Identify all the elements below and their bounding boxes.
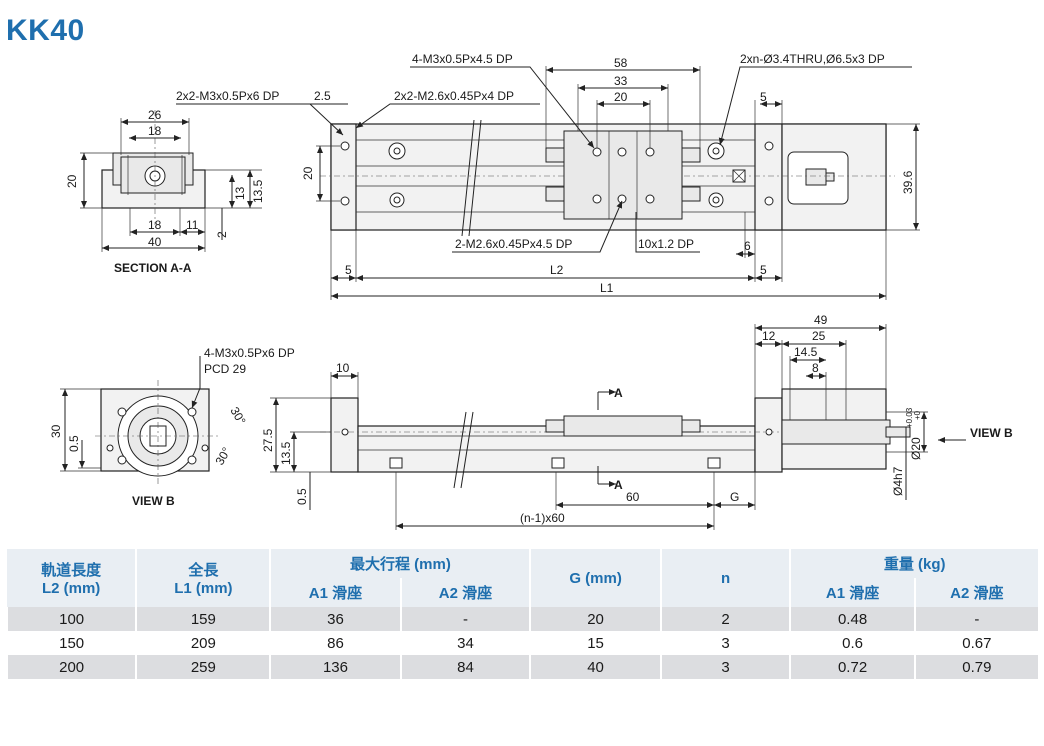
dim-58-label: 58 (614, 56, 628, 70)
a-bottom-marker: A (614, 478, 623, 492)
view-b-caption: VIEW B (132, 494, 175, 508)
m26-bottom-label: 2-M2.6x0.45Px4.5 DP (455, 237, 572, 251)
n1x60-label: (n-1)x60 (520, 511, 565, 525)
thru-hole-label: 2xn-Ø3.4THRU,Ø6.5x3 DP (740, 52, 885, 66)
dim-11-label: 11 (186, 218, 199, 232)
phi20-label: Ø20 (909, 437, 923, 460)
phi20-tol-dn: +0 (913, 410, 922, 420)
dim-6-label: 6 (744, 239, 751, 253)
view-b: 4-M3x0.5Px6 DP PCD 29 30° 30° 30 0.5 VIE… (49, 346, 295, 508)
technical-drawing: 26 18 20 13 13.5 2 18 11 40 SECTION A-A (49, 52, 1013, 530)
header-stroke-a1: A1 滑座 (269, 578, 401, 607)
side-dim-10-label: 10 (336, 361, 350, 375)
header-max-stroke: 最大行程 (mm) (269, 549, 531, 578)
dim-13-label: 13 (233, 186, 247, 200)
dim-33-label: 33 (614, 74, 628, 88)
phi20-tol-up: +0.03 (905, 407, 914, 428)
two-m3-label: 2x2-M3x0.5Px6 DP (176, 89, 279, 103)
header-weight-a2: A2 滑座 (913, 578, 1038, 607)
dim-49-label: 49 (814, 313, 828, 327)
angle-30b-label: 30° (212, 445, 233, 468)
table-row: 200 259 136 84 40 3 0.72 0.79 (5, 655, 1038, 679)
dim-26-label: 26 (148, 108, 162, 122)
dim-13-5-label: 13.5 (251, 179, 265, 203)
a-top-marker: A (614, 386, 623, 400)
dim-20-side-label: 20 (301, 166, 315, 180)
dim-8-label: 8 (812, 361, 819, 375)
view-b-arrow-label: VIEW B (970, 426, 1013, 440)
dim-18-top-label: 18 (148, 124, 162, 138)
four-m3-label: 4-M3x0.5Px4.5 DP (412, 52, 513, 66)
table-row: 150 209 86 34 15 3 0.6 0.67 (5, 631, 1038, 655)
page-title: KK40 (6, 14, 85, 47)
phi4-label: Ø4h7 (891, 466, 905, 496)
side-dim-13-5-label: 13.5 (279, 441, 293, 465)
side-dim-60-label: 60 (626, 490, 640, 504)
break-line-left (461, 119, 475, 237)
dim-5-top-label: 5 (760, 90, 767, 104)
two-m26-label: 2x2-M2.6x0.45Px4 DP (394, 89, 514, 103)
view-b-m3-label: 4-M3x0.5Px6 DP (204, 346, 295, 360)
dim-5-right-label: 5 (760, 263, 767, 277)
header-total-length: 全長 L1 (mm) (135, 549, 271, 607)
dim-5-left-label: 5 (345, 263, 352, 277)
dim-30-label: 30 (49, 424, 63, 438)
dim-25-label: 25 (812, 329, 826, 343)
header-weight-a1: A1 滑座 (789, 578, 915, 607)
angle-30a-label: 30° (227, 405, 248, 428)
section-caption: SECTION A-A (114, 261, 192, 275)
side-dim-0-5-label: 0.5 (295, 488, 309, 505)
dim-20-label: 20 (65, 174, 79, 188)
carriage-holes (592, 147, 655, 204)
dim-27-5-label: 27.5 (261, 428, 275, 452)
dim-12-label: 12 (762, 329, 776, 343)
dim-g-label: G (730, 490, 739, 504)
header-n: n (659, 549, 791, 607)
dim-40-label: 40 (148, 235, 162, 249)
dim-14-5-label: 14.5 (794, 345, 818, 359)
header-rail-length: 軌道長度 L2 (mm) (7, 549, 137, 607)
side-carriage (563, 415, 683, 437)
header-stroke-a2: A2 滑座 (399, 578, 531, 607)
top-carriage (563, 130, 683, 220)
l1-label: L1 (600, 281, 614, 295)
dim-39-6-label: 39.6 (901, 170, 915, 194)
l2-label: L2 (550, 263, 564, 277)
dim-2-label: 2 (215, 231, 229, 238)
pcd-label: PCD 29 (204, 362, 246, 376)
header-g: G (mm) (529, 549, 661, 607)
table-row: 100 159 36 - 20 2 0.48 - (5, 607, 1038, 631)
spec-table: 軌道長度 L2 (mm) 全長 L1 (mm) 最大行程 (mm) G (mm)… (5, 549, 1038, 679)
view-b-dim-0-5-label: 0.5 (67, 435, 81, 452)
header-weight: 重量 (kg) (789, 549, 1038, 578)
top-view: 58 33 20 4-M3x0.5Px4.5 DP 2xn-Ø3.4THRU,Ø… (176, 52, 920, 300)
dim-2-5-label: 2.5 (314, 89, 331, 103)
mounting-holes (340, 141, 774, 208)
dim-20-top-label: 20 (614, 90, 628, 104)
section-a-a-view: 26 18 20 13 13.5 2 18 11 40 SECTION A-A (65, 108, 265, 275)
dp-10-label: 10x1.2 DP (638, 237, 694, 251)
dim-18-bottom-label: 18 (148, 218, 162, 232)
side-view: A A 10 27.5 13.5 0.5 60 G (n-1)x60 (261, 313, 1013, 530)
